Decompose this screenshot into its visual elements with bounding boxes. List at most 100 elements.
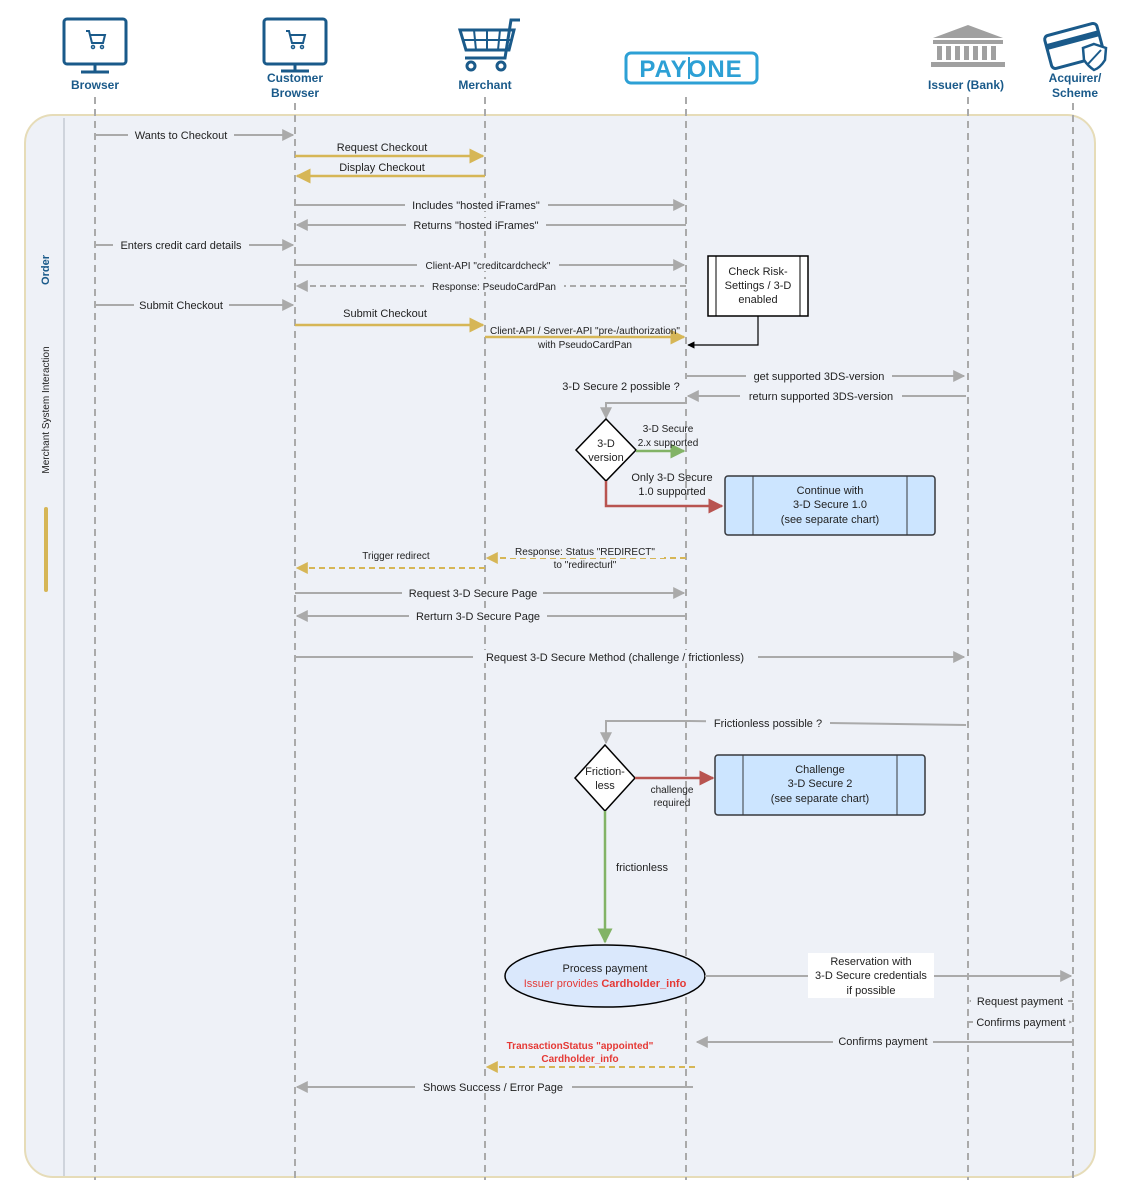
actor-acquirer-line1: Acquirer/ (1049, 71, 1102, 85)
svg-text:TransactionStatus "appointed": TransactionStatus "appointed" (507, 1041, 654, 1052)
svg-text:Client-API "creditcardcheck": Client-API "creditcardcheck" (426, 261, 551, 272)
svg-text:Friction-: Friction- (585, 766, 625, 778)
svg-text:Challenge: Challenge (795, 764, 845, 776)
svg-text:Request 3-D Secure Page: Request 3-D Secure Page (409, 588, 537, 600)
svg-text:required: required (654, 798, 691, 809)
svg-text:get supported 3DS-version: get supported 3DS-version (754, 371, 885, 383)
svg-text:Only 3-D Secure: Only 3-D Secure (631, 472, 712, 484)
msg-confirms-payment: Confirms payment (695, 1035, 1073, 1048)
svg-text:Submit Checkout: Submit Checkout (343, 308, 427, 320)
svg-text:frictionless: frictionless (616, 862, 668, 874)
svg-text:Rerturn 3-D Secure Page: Rerturn 3-D Secure Page (416, 611, 540, 623)
svg-text:3-D: 3-D (597, 438, 615, 450)
svg-text:3-D Secure 2 possible ?: 3-D Secure 2 possible ? (562, 381, 679, 393)
svg-text:Includes "hosted iFrames": Includes "hosted iFrames" (412, 200, 540, 212)
risk-check-box: Check Risk- Settings / 3-D enabled (707, 255, 809, 317)
msg-response-redirect: Response: Status "REDIRECT" to "redirect… (485, 546, 686, 571)
svg-text:version: version (588, 452, 623, 464)
customer-browser-monitor-icon (262, 17, 328, 73)
msg-request-payment: Request payment (968, 994, 1073, 1008)
svg-text:return supported 3DS-version: return supported 3DS-version (749, 391, 893, 403)
svg-text:3-D Secure 1.0: 3-D Secure 1.0 (793, 499, 867, 511)
branch-3ds2-supported: 3-D Secure 2.x supported (636, 424, 698, 459)
svg-text:3-D Secure 2: 3-D Secure 2 (788, 778, 853, 790)
svg-text:Confirms payment: Confirms payment (976, 1017, 1065, 1029)
svg-text:Frictionless possible ?: Frictionless possible ? (714, 718, 822, 730)
msg-return-3ds-page: Rerturn 3-D Secure Page (295, 609, 686, 623)
svg-text:Client-API / Server-API "pre-/: Client-API / Server-API "pre-/authorizat… (490, 326, 680, 337)
svg-text:Shows Success / Error Page: Shows Success / Error Page (423, 1082, 563, 1094)
msg-response-pseudo: Response: PseudoCardPan (295, 279, 686, 293)
msg-wants-checkout: Wants to Checkout (95, 128, 295, 142)
svg-text:with PseudoCardPan: with PseudoCardPan (537, 340, 632, 351)
actor-acquirer-line2: Scheme (1052, 86, 1098, 100)
svg-text:Response: PseudoCardPan: Response: PseudoCardPan (432, 282, 556, 293)
msg-return-3ds: return supported 3DS-version (686, 389, 966, 403)
msg-display-checkout: Display Checkout (295, 162, 485, 184)
msg-request-3ds-page: Request 3-D Secure Page (295, 586, 686, 600)
msg-returns-iframes: Returns "hosted iFrames" (295, 218, 686, 232)
msg-transaction-status: TransactionStatus "appointed" Cardholder… (485, 1041, 695, 1073)
svg-text:3-D Secure credentials: 3-D Secure credentials (815, 970, 927, 982)
svg-text:Cardholder_info: Cardholder_info (541, 1054, 618, 1065)
svg-text:1.0 supported: 1.0 supported (638, 486, 705, 498)
svg-text:Enters credit card details: Enters credit card details (120, 240, 242, 252)
bank-icon (931, 25, 1005, 67)
msg-includes-iframes: Includes "hosted iFrames" (295, 198, 686, 212)
svg-text:Confirms payment: Confirms payment (838, 1036, 927, 1048)
msg-confirms-payment-acquirer: Confirms payment (968, 1015, 1073, 1029)
process-payment-ellipse: Process payment Issuer provides Cardhold… (504, 944, 706, 1008)
branch-challenge-required: challenge required (635, 770, 715, 809)
challenge-3ds2-box: Challenge 3-D Secure 2 (see separate cha… (714, 754, 926, 816)
msg-3ds2-possible: 3-D Secure 2 possible ? (555, 379, 688, 420)
lane-accent-bar (44, 507, 48, 592)
shopping-cart-icon (457, 18, 520, 72)
credit-card-shield-icon (1043, 21, 1108, 72)
actor-merchant: Merchant (458, 78, 511, 92)
svg-text:Trigger redirect: Trigger redirect (362, 551, 430, 562)
svg-text:enabled: enabled (738, 294, 777, 306)
continue-3ds1-box: Continue with 3-D Secure 1.0 (see separa… (724, 475, 936, 536)
payone-logo: PAYONE (624, 51, 759, 85)
svg-text:challenge: challenge (651, 785, 694, 796)
svg-text:(see separate chart): (see separate chart) (771, 793, 869, 805)
msg-reservation: Reservation with 3-D Secure credentials … (705, 953, 1073, 998)
lane-background (24, 114, 1096, 1178)
svg-text:Returns "hosted iFrames": Returns "hosted iFrames" (413, 220, 538, 232)
actor-browser: Browser (71, 78, 119, 92)
svg-text:to "redirecturl": to "redirecturl" (554, 560, 617, 571)
lane-label-order: Order (40, 254, 52, 285)
msg-request-checkout: Request Checkout (295, 142, 485, 164)
svg-text:Request payment: Request payment (977, 996, 1063, 1008)
svg-text:3-D Secure: 3-D Secure (643, 424, 694, 435)
svg-text:Continue with: Continue with (797, 485, 864, 497)
svg-text:Issuer provides Cardholder_inf: Issuer provides Cardholder_info (524, 978, 687, 990)
msg-submit-checkout-merchant: Submit Checkout (295, 308, 485, 333)
svg-text:Check Risk-: Check Risk- (728, 266, 788, 278)
msg-enters-cc: Enters credit card details (95, 238, 295, 252)
msg-client-api-cc: Client-API "creditcardcheck" (295, 258, 686, 272)
lane-label-merchant-system: Merchant System Interaction (41, 346, 52, 473)
svg-text:Display Checkout: Display Checkout (339, 162, 425, 174)
svg-text:Request 3-D Secure Method (cha: Request 3-D Secure Method (challenge / f… (486, 652, 744, 664)
branch-only-3ds1: Only 3-D Secure 1.0 supported (604, 472, 724, 514)
msg-submit-checkout-browser: Submit Checkout (95, 298, 295, 312)
browser-monitor-icon (62, 17, 128, 74)
svg-text:PAYONE: PAYONE (639, 56, 742, 83)
svg-text:if possible: if possible (847, 985, 896, 997)
lifelines (94, 97, 1074, 1180)
msg-trigger-redirect: Trigger redirect (295, 551, 485, 574)
msg-shows-success: Shows Success / Error Page (295, 1080, 693, 1094)
svg-text:Submit Checkout: Submit Checkout (139, 300, 223, 312)
svg-text:Process payment: Process payment (563, 963, 648, 975)
svg-text:Settings / 3-D: Settings / 3-D (725, 280, 792, 292)
actor-customer-browser-line1: Customer (267, 71, 323, 85)
svg-text:Wants to Checkout: Wants to Checkout (135, 130, 228, 142)
msg-preauthorization: Client-API / Server-API "pre-/authorizat… (485, 326, 686, 351)
risk-check-connector (687, 316, 759, 349)
svg-text:Response: Status "REDIRECT": Response: Status "REDIRECT" (515, 547, 655, 558)
branch-frictionless: frictionless (597, 811, 668, 944)
msg-request-3ds-method: Request 3-D Secure Method (challenge / f… (295, 650, 966, 664)
svg-text:Request Checkout: Request Checkout (337, 142, 428, 154)
